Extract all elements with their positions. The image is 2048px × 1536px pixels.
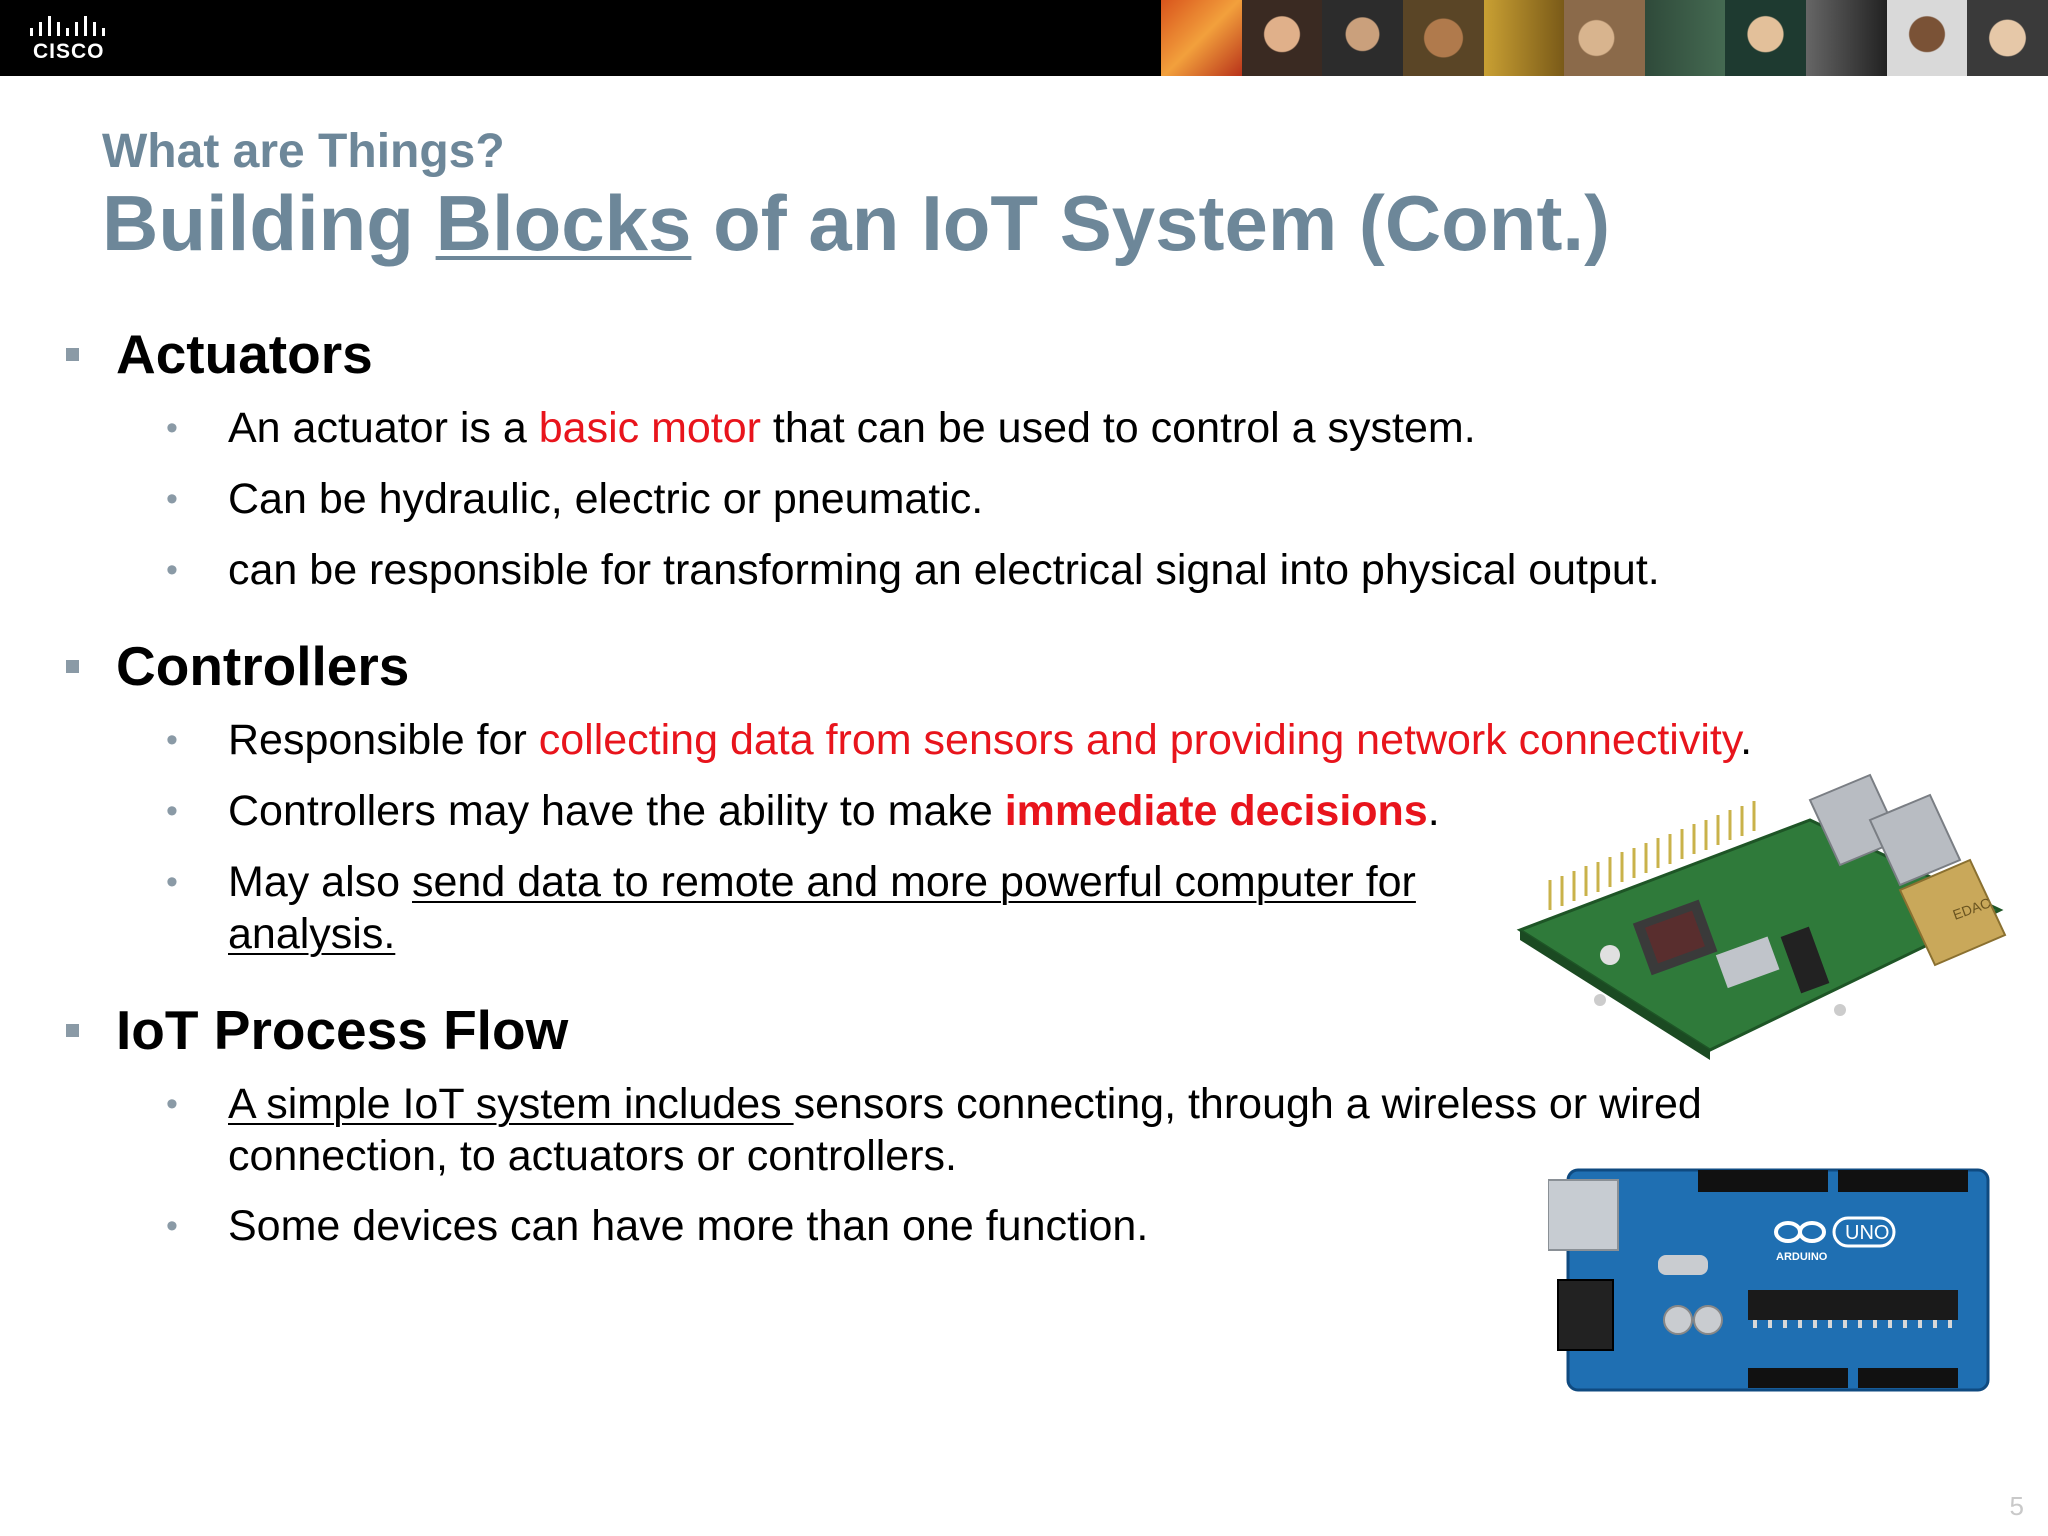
bullet-text: Controllers may have the ability to make… [228, 785, 1440, 837]
text-run: that can be used to control a system. [760, 404, 1476, 452]
page-number: 5 [2009, 1491, 2024, 1521]
title-part: Building [102, 179, 436, 267]
cisco-bars-icon [30, 16, 105, 36]
title-part: of an IoT System (Cont.) [691, 179, 1611, 267]
text-run: Controllers may have the ability to make [228, 787, 1005, 835]
underlined-text: analysis. [228, 910, 396, 958]
slide-supertitle: What are Things? [102, 125, 505, 178]
dot-bullet-icon: • [166, 863, 178, 901]
photo-tile [1241, 0, 1323, 76]
bullet-text: May also send data to remote and more po… [228, 856, 1416, 960]
highlight-text: basic motor [538, 404, 761, 452]
heading-text: Controllers [116, 635, 410, 697]
heading-text: Actuators [116, 323, 373, 385]
bullet-text: A simple IoT system includes sensors con… [228, 1078, 1702, 1182]
slide-title: Building Blocks of an IoT System (Cont.) [102, 178, 1610, 269]
cisco-logo: CISCO [30, 14, 120, 64]
dot-bullet-icon: • [166, 409, 178, 447]
text-run: Responsible for [228, 716, 539, 764]
underlined-text: send data to remote and more powerful co… [412, 858, 1416, 906]
photo-tile [1806, 0, 1887, 76]
square-bullet-icon [66, 1024, 79, 1037]
dot-bullet-icon: • [166, 721, 178, 759]
highlight-text: immediate decisions [1004, 787, 1428, 835]
bullet-text: Responsible for collecting data from sen… [228, 714, 1752, 766]
square-bullet-icon [66, 660, 79, 673]
text-run: connection, to actuators or controllers. [228, 1132, 957, 1180]
dot-bullet-icon: • [166, 1085, 178, 1123]
dot-bullet-icon: • [166, 551, 178, 589]
photo-tile [1725, 0, 1807, 76]
raspberry-pi-board-image: EDAC [1516, 773, 2007, 1060]
underlined-text: A simple IoT system includes [228, 1080, 794, 1128]
photo-tile [1967, 0, 2048, 76]
bullet-text: An actuator is a basic motor that can be… [228, 402, 1476, 454]
cisco-wordmark: CISCO [33, 40, 105, 63]
bullet-text: Some devices can have more than one func… [228, 1202, 1149, 1250]
top-banner: CISCO [0, 0, 2048, 76]
dot-bullet-icon: • [166, 1207, 178, 1245]
photo-tile [1483, 0, 1565, 76]
photo-tile [1564, 0, 1645, 76]
text-run: May also [228, 858, 413, 906]
photo-tile [1402, 0, 1484, 76]
square-bullet-icon [66, 348, 79, 361]
photo-tile [1644, 0, 1726, 76]
photo-tile [1161, 0, 1242, 76]
arduino-brand-label: ARDUINO [1776, 1251, 1828, 1263]
text-run: . [1427, 787, 1440, 835]
text-run: . [1740, 716, 1753, 764]
highlight-text: collecting data from sensors and providi… [538, 716, 1741, 764]
title-part-underlined: Blocks [435, 179, 692, 267]
arduino-uno-board-image: UNO ARDUINO [1548, 1168, 1990, 1392]
photo-tile [1322, 0, 1403, 76]
dot-bullet-icon: • [166, 792, 178, 830]
dot-bullet-icon: • [166, 480, 178, 518]
heading-text: IoT Process Flow [116, 999, 569, 1061]
bullet-text: can be responsible for transforming an e… [228, 546, 1660, 594]
text-run: sensors connecting, through a wireless o… [793, 1080, 1702, 1128]
bullet-text: Can be hydraulic, electric or pneumatic. [228, 475, 984, 523]
photo-strip [1161, 0, 2048, 76]
arduino-model-label: UNO [1845, 1222, 1889, 1244]
text-run: An actuator is a [228, 404, 539, 452]
photo-tile [1886, 0, 1968, 76]
